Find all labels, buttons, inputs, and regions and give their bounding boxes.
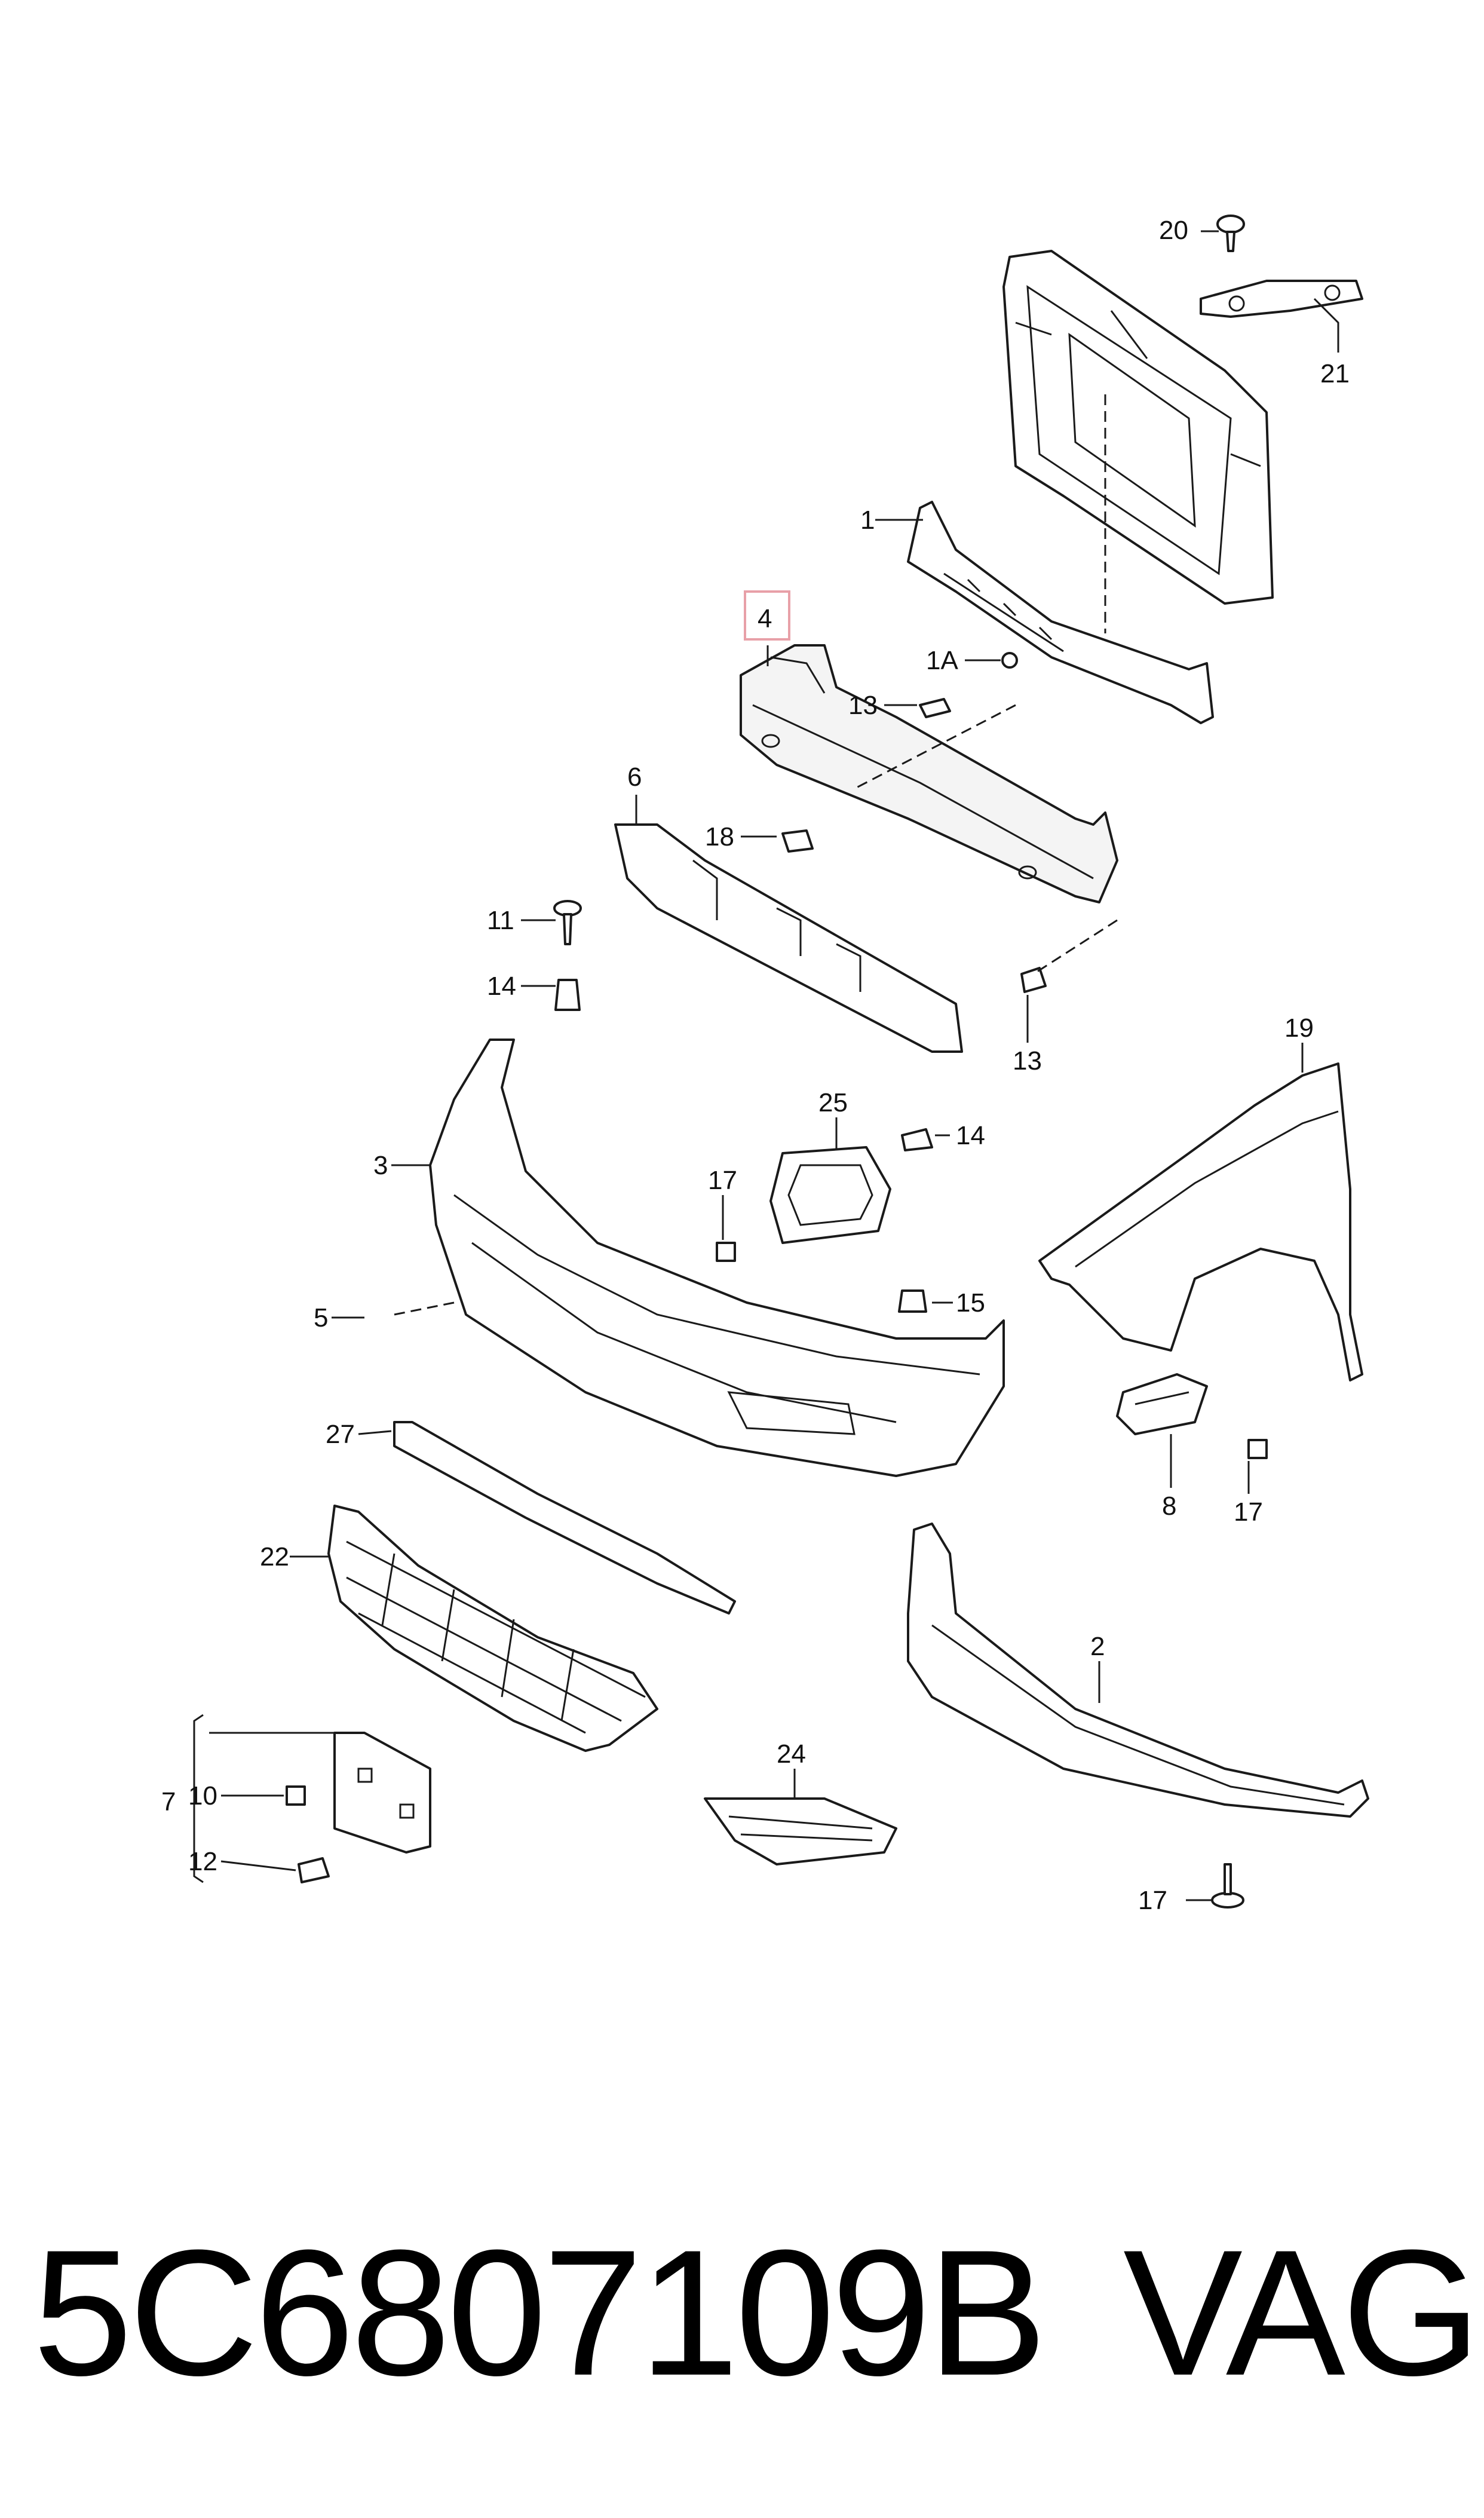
callout-22: 22	[260, 1542, 289, 1572]
grille-22	[327, 1505, 658, 1752]
bracket-21	[1200, 280, 1363, 318]
fog-bracket-25	[769, 1146, 891, 1244]
callout-3: 3	[373, 1151, 388, 1180]
leader-lines	[209, 230, 1339, 1901]
callout-14: 14	[487, 972, 516, 1001]
assembly-lines	[394, 394, 1118, 1316]
callout-25: 25	[818, 1088, 848, 1117]
callout-12: 12	[188, 1847, 217, 1876]
callout-17: 17	[708, 1166, 737, 1195]
highlight-box	[744, 590, 790, 641]
callout-labels: 20 21 1 4 1A 13 6 18 11 14 13 19 25 14 3…	[161, 216, 1350, 1915]
energy-absorber-6	[614, 823, 963, 1053]
part-number: 5C6807109B	[33, 2212, 1047, 2413]
callout-4: 4	[758, 604, 772, 633]
callout-13: 13	[848, 691, 878, 720]
trim-strip-27	[393, 1421, 736, 1615]
lower-spoiler-2	[907, 1523, 1369, 1818]
callout-11: 11	[487, 906, 514, 935]
plate-bracket-7	[333, 1732, 431, 1854]
callout-17: 17	[1138, 1886, 1167, 1915]
fender-19	[1038, 1062, 1363, 1381]
callout-13: 13	[1013, 1046, 1042, 1076]
front-carrier	[1002, 250, 1274, 605]
callout-6: 6	[627, 762, 642, 792]
callout-17: 17	[1234, 1497, 1263, 1527]
mount-bar-1	[907, 501, 1214, 724]
callout-15: 15	[956, 1288, 985, 1318]
brand-label: VAG	[1123, 2212, 1481, 2413]
callout-18: 18	[705, 822, 734, 851]
callout-10: 10	[188, 1781, 217, 1811]
callout-24: 24	[777, 1739, 806, 1769]
callout-19: 19	[1284, 1013, 1314, 1043]
callout-7: 7	[161, 1787, 176, 1816]
impact-bar-4	[740, 644, 1118, 903]
callout-5: 5	[314, 1303, 328, 1332]
screw-20	[1216, 215, 1245, 252]
callout-1a: 1A	[926, 646, 958, 675]
callout-1: 1	[860, 506, 875, 535]
grille-insert-24	[704, 1797, 897, 1865]
callout-21: 21	[1320, 359, 1350, 388]
bracket-8	[1116, 1373, 1208, 1435]
callout-27: 27	[326, 1420, 355, 1449]
bumper-cover-3	[429, 1039, 1005, 1477]
callout-20: 20	[1159, 216, 1188, 245]
fasteners	[286, 652, 1268, 1909]
callout-2: 2	[1090, 1632, 1105, 1661]
callout-8: 8	[1162, 1491, 1176, 1521]
callout-14: 14	[956, 1121, 985, 1150]
